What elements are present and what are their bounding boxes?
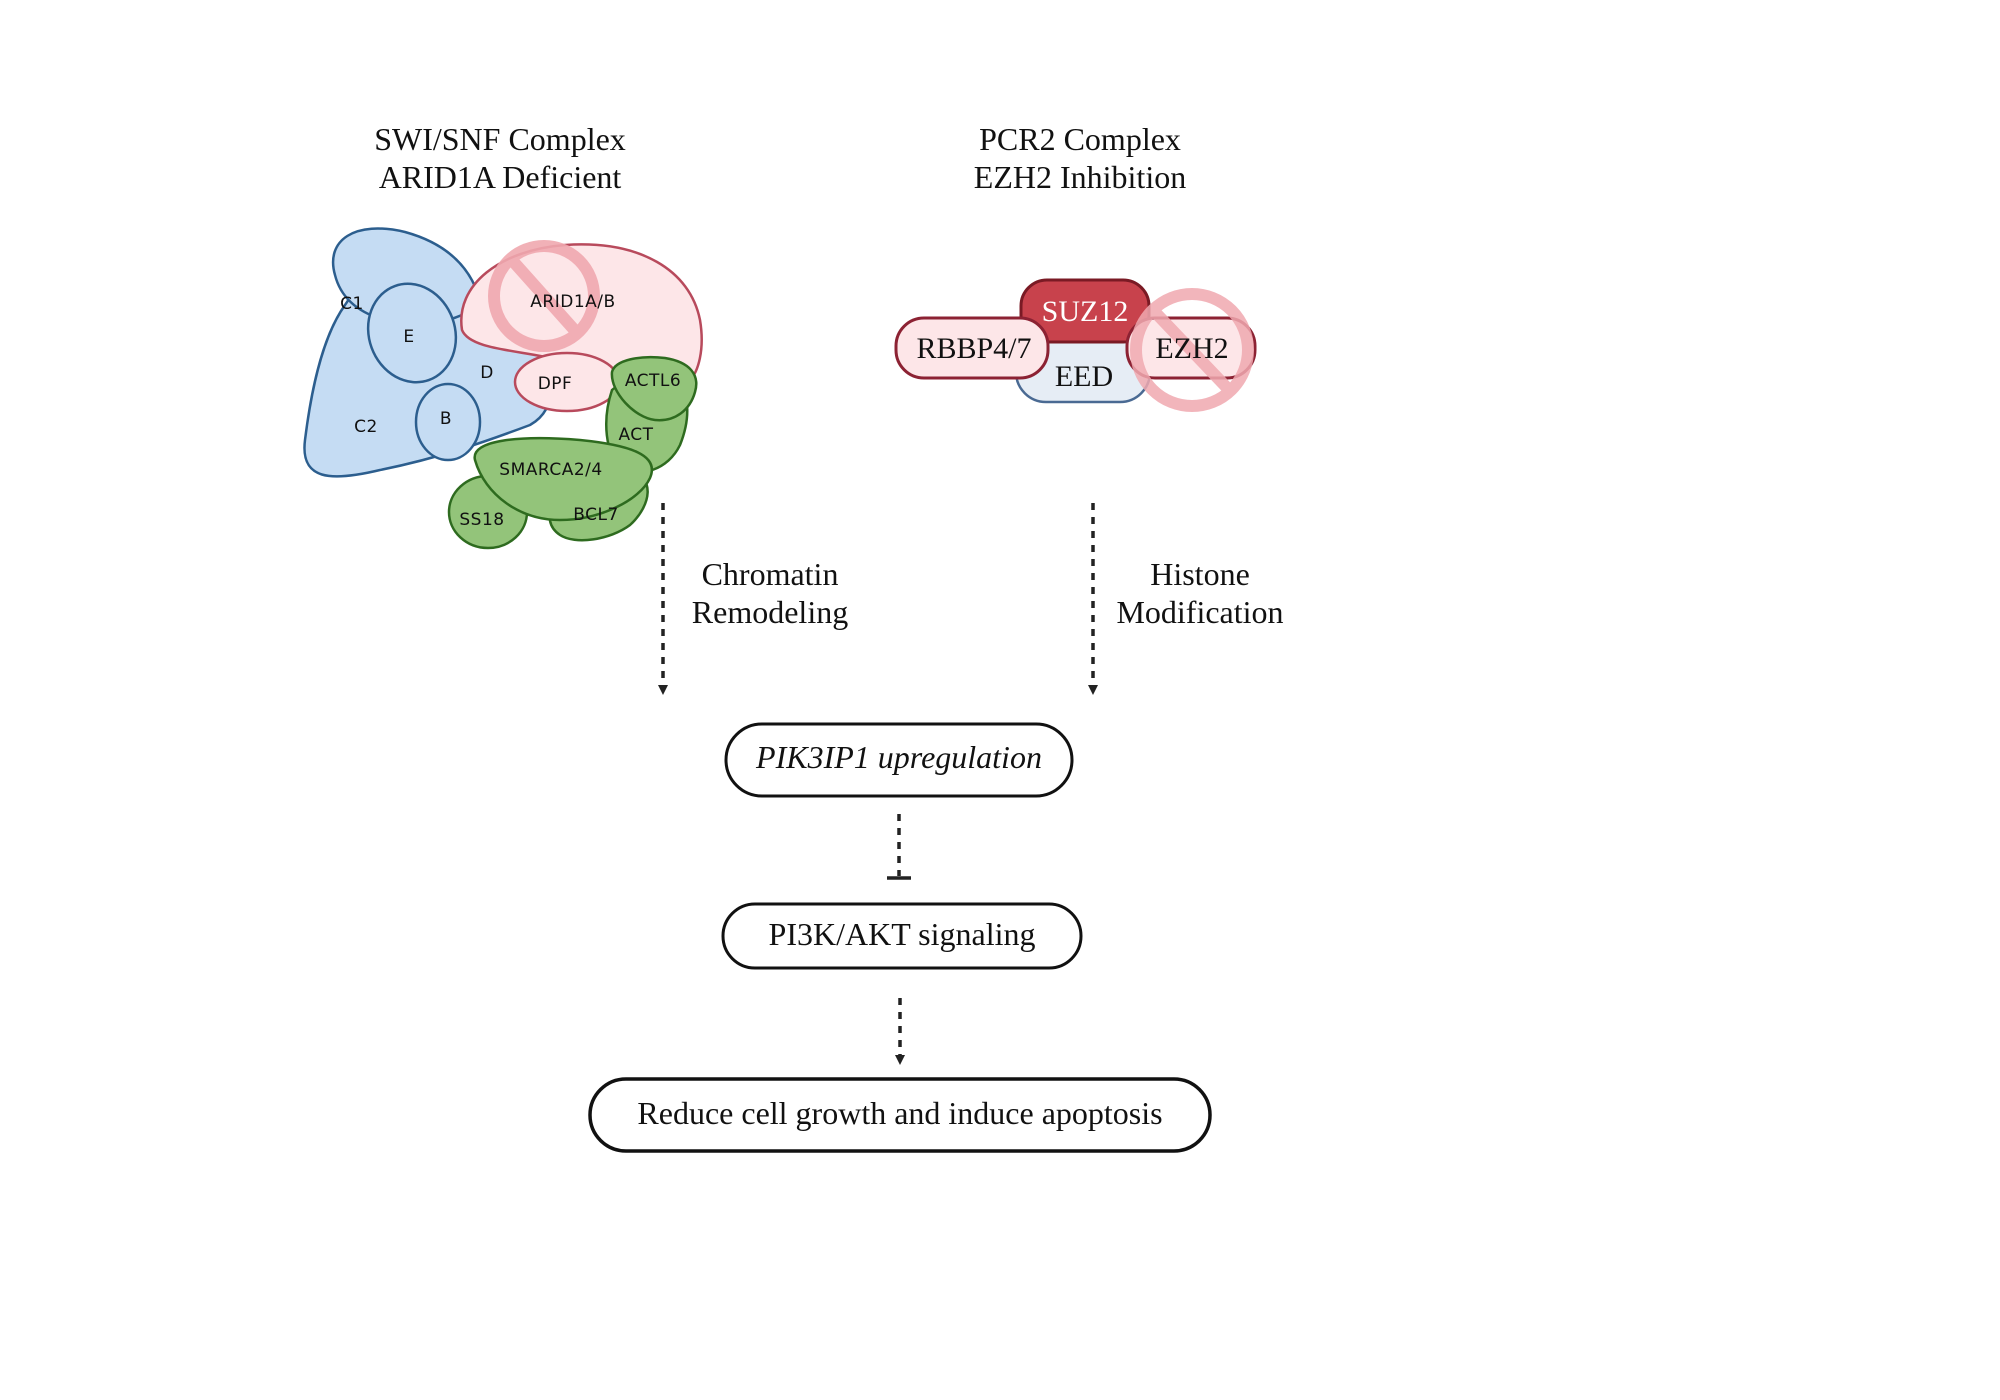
label-eed: EED bbox=[1055, 360, 1113, 393]
label-d: D bbox=[480, 363, 494, 383]
subunit-b bbox=[414, 382, 482, 462]
swisnf-title-line1: SWI/SNF Complex bbox=[374, 121, 626, 157]
swisnf-title-line2: ARID1A Deficient bbox=[379, 159, 622, 195]
subunit-actl6 bbox=[610, 355, 698, 422]
box-pi3k bbox=[721, 902, 1083, 970]
arrow-right-label-line1: Histone bbox=[1150, 556, 1250, 592]
subunit-rbbp bbox=[894, 316, 1050, 380]
prc2-title-line1: PCR2 Complex bbox=[979, 121, 1181, 157]
label-bcl7: BCL7 bbox=[573, 505, 619, 525]
label-arid1a: ARID1A/B bbox=[530, 292, 615, 312]
box-pi3k-label: PI3K/AKT signaling bbox=[769, 916, 1036, 952]
label-actl6: ACTL6 bbox=[625, 371, 681, 391]
label-suz12: SUZ12 bbox=[1042, 295, 1129, 328]
subunit-e bbox=[366, 282, 458, 384]
arrow-right-label-line2: Modification bbox=[1116, 594, 1283, 630]
box-outcome bbox=[588, 1077, 1212, 1153]
prc2-complex: SUZ12 RBBP4/7 EED EZH2 bbox=[894, 278, 1257, 412]
subunit-smarca bbox=[473, 436, 654, 522]
box-outcome-label: Reduce cell growth and induce apoptosis bbox=[637, 1095, 1162, 1131]
label-ezh2: EZH2 bbox=[1155, 332, 1228, 365]
label-act: ACT bbox=[618, 425, 653, 445]
prc2-title-line2: EZH2 Inhibition bbox=[974, 159, 1186, 195]
label-e: E bbox=[403, 327, 414, 347]
label-smarca: SMARCA2/4 bbox=[499, 460, 602, 480]
inhibit-icon-ezh2 bbox=[1130, 288, 1254, 412]
arrow-left-label-line1: Chromatin bbox=[702, 556, 839, 592]
label-c2: C2 bbox=[354, 417, 378, 437]
inhibit-icon bbox=[488, 240, 600, 352]
label-dpf: DPF bbox=[538, 374, 573, 394]
label-rbbp: RBBP4/7 bbox=[916, 332, 1031, 365]
box-pik3ip1 bbox=[724, 722, 1074, 798]
box-pik3ip1-label: PIK3IP1 upregulation bbox=[755, 739, 1042, 775]
label-c1: C1 bbox=[340, 294, 364, 314]
label-ss18: SS18 bbox=[459, 510, 504, 530]
label-b: B bbox=[440, 409, 452, 429]
arrow-left-label-line2: Remodeling bbox=[692, 594, 848, 630]
swisnf-complex: C1 E D C2 B ARID1A/B DPF ACTL6 ACT SMARC… bbox=[303, 227, 703, 550]
